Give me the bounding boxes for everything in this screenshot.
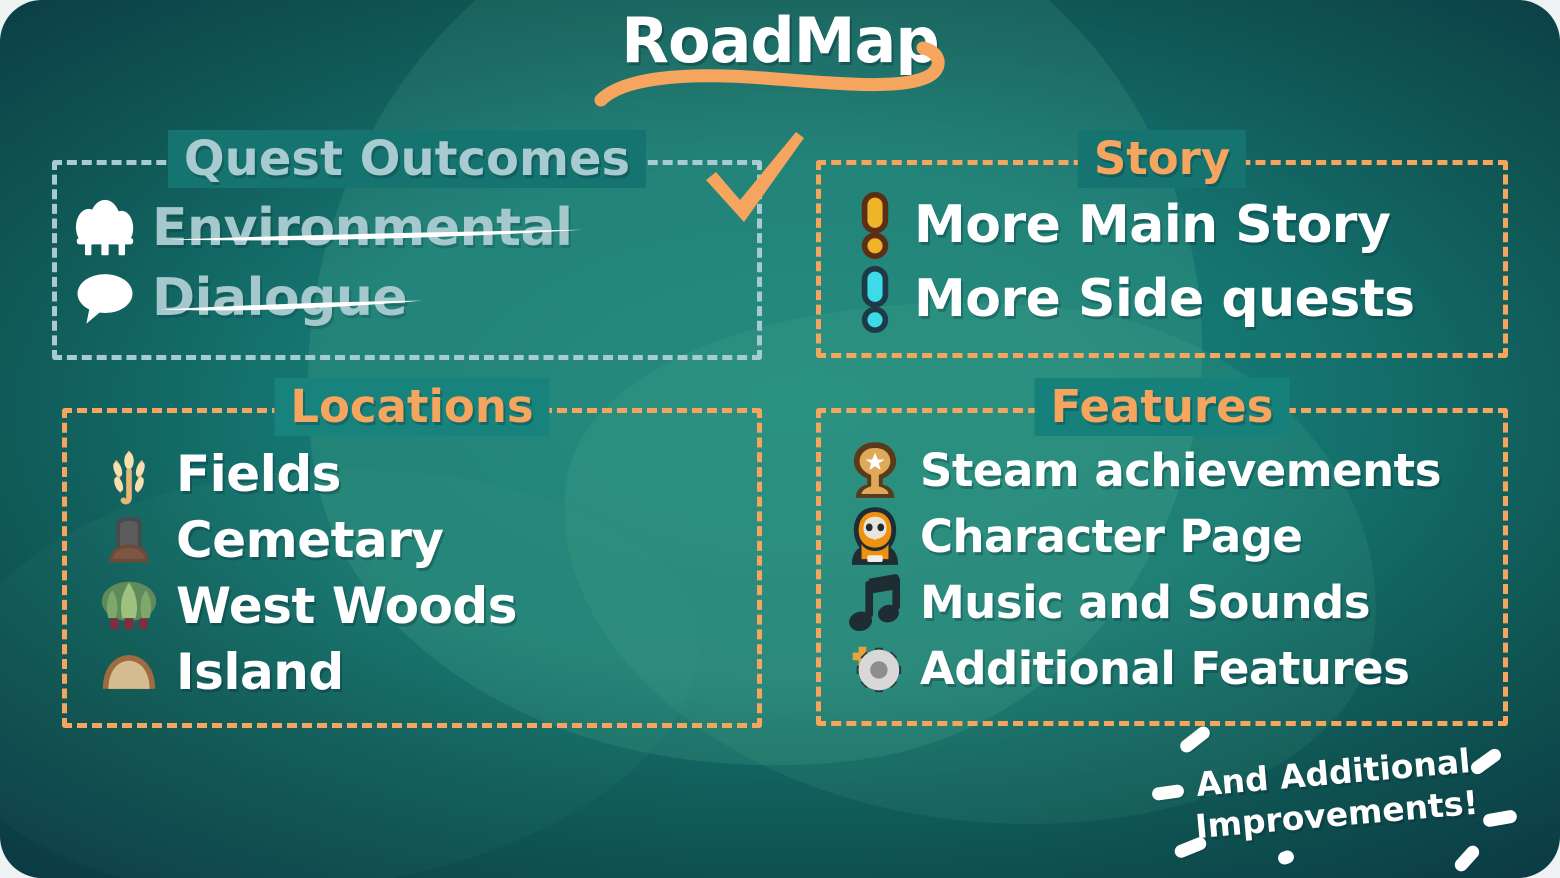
panel-story: Story More Main Story	[816, 130, 1508, 358]
music-note-icon	[844, 570, 906, 636]
wheat-icon	[96, 442, 162, 506]
panel-locations-rows: Fields Cemetary	[96, 442, 752, 704]
list-item-label: More Side quests	[914, 268, 1415, 329]
strikethrough-icon	[169, 229, 583, 241]
list-item-label: West Woods	[176, 576, 517, 635]
panel-quest-title-text: Quest Outcomes	[183, 131, 631, 187]
gear-plus-icon	[844, 636, 906, 702]
speech-bubble-icon	[72, 266, 138, 330]
panel-quest-rows: Environmental Dialogue	[72, 196, 752, 330]
panel-locations-title-text: Locations	[290, 380, 534, 433]
footer-note: And Additional Improvements!	[1167, 738, 1503, 851]
panel-quest-title: Quest Outcomes	[167, 130, 647, 188]
list-item[interactable]: Steam achievements	[844, 438, 1498, 504]
confetti-dash	[1276, 848, 1296, 867]
list-item[interactable]: Dialogue	[72, 266, 752, 330]
list-item[interactable]: Fields	[96, 442, 752, 506]
list-item[interactable]: West Woods	[96, 574, 752, 638]
page-title-text: RoadMap	[621, 4, 939, 77]
panel-features: Features Steam achievements	[816, 378, 1508, 726]
list-item-label: Fields	[176, 444, 341, 503]
strikethrough-icon	[160, 300, 422, 311]
panel-story-rows: More Main Story More Side quests	[850, 190, 1498, 334]
list-item[interactable]: More Main Story	[850, 190, 1498, 260]
list-item-label: More Main Story	[914, 194, 1391, 255]
character-portrait-icon	[844, 504, 906, 570]
list-item[interactable]: Character Page	[844, 504, 1498, 570]
panel-quest-outcomes: Quest Outcomes	[52, 130, 762, 360]
title-area: RoadMap	[0, 8, 1560, 107]
trophy-icon	[844, 438, 906, 504]
list-item[interactable]: Island	[96, 640, 752, 704]
page-title: RoadMap	[594, 8, 945, 107]
panel-features-rows: Steam achievements	[844, 438, 1498, 702]
list-item[interactable]: Additional Features	[844, 636, 1498, 702]
panel-features-title: Features	[1034, 378, 1290, 436]
list-item[interactable]: More Side quests	[850, 264, 1498, 334]
list-item-label: Music and Sounds	[920, 576, 1371, 630]
panel-story-title: Story	[1077, 130, 1247, 188]
gravestone-icon	[96, 508, 162, 572]
list-item[interactable]: Music and Sounds	[844, 570, 1498, 636]
exclamation-gold-icon	[850, 190, 900, 260]
panel-story-title-text: Story	[1093, 132, 1231, 185]
forest-icon	[96, 574, 162, 638]
exclamation-cyan-icon	[850, 264, 900, 334]
list-item-label: Environmental	[152, 201, 583, 256]
trees-icon	[72, 196, 138, 260]
list-item-label: Character Page	[920, 510, 1303, 564]
panel-features-title-text: Features	[1050, 380, 1274, 433]
list-item[interactable]: Cemetary	[96, 508, 752, 572]
list-item-label: Additional Features	[920, 642, 1410, 696]
list-item[interactable]: Environmental	[72, 196, 752, 260]
list-item-label: Island	[176, 642, 344, 701]
list-item-label: Dialogue	[152, 271, 422, 326]
list-item-label: Cemetary	[176, 510, 444, 569]
panel-locations: Locations	[62, 378, 762, 728]
island-icon	[96, 640, 162, 704]
confetti-dash	[1452, 843, 1482, 874]
confetti-dash	[1177, 723, 1213, 756]
panel-locations-title: Locations	[274, 378, 550, 436]
list-item-label: Steam achievements	[920, 444, 1441, 498]
